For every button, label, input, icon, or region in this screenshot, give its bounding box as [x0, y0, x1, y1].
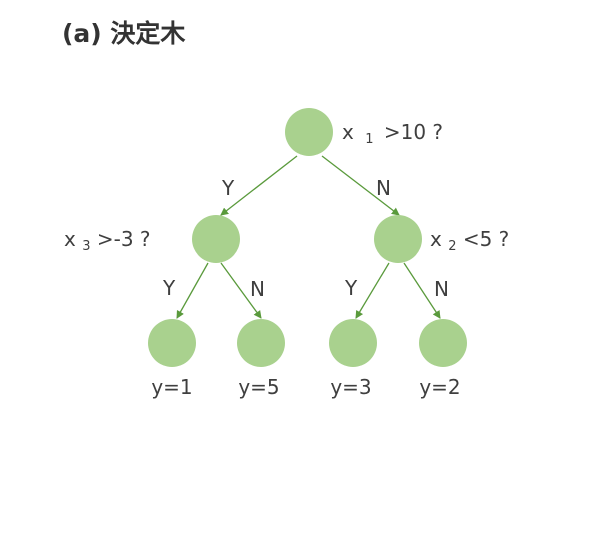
root-question-op: >10 ?: [384, 120, 443, 144]
leaf-label-3: y=3: [330, 375, 371, 399]
figure-title: (a) 決定木: [62, 19, 186, 48]
leaf-node-4: [419, 319, 467, 367]
right-question: x 2 <5 ?: [430, 227, 509, 255]
leaf-node-2: [237, 319, 285, 367]
left-node: [192, 215, 240, 263]
edge-label-left-leaf2: N: [250, 277, 265, 301]
leaf-label-4: y=2: [419, 375, 460, 399]
root-question: x 1 >10 ?: [342, 120, 443, 148]
root-question-var: x: [342, 120, 354, 144]
leaf-node-3: [329, 319, 377, 367]
leaf-label-2: y=5: [238, 375, 279, 399]
edge-right-leaf3: [355, 262, 390, 319]
leaf-node-1: [148, 319, 196, 367]
right-question-var: x: [430, 227, 442, 251]
left-question-sub: 3: [82, 239, 90, 254]
right-node: [374, 215, 422, 263]
edge-root-left: [220, 155, 298, 216]
right-question-op: <5 ?: [463, 227, 509, 251]
edge-label-right-leaf3: Y: [344, 276, 358, 300]
edge-label-right-leaf4: N: [434, 277, 449, 301]
edge-label-left-leaf1: Y: [162, 276, 176, 300]
root-question-sub: 1: [365, 132, 373, 147]
left-question: x 3 >-3 ?: [64, 227, 151, 255]
left-question-op: >-3 ?: [97, 227, 151, 251]
edge-root-right: [321, 155, 400, 216]
edge-label-root-right: N: [376, 176, 391, 200]
left-question-var: x: [64, 227, 76, 251]
edge-right-leaf4: [403, 262, 441, 319]
edge-left-leaf1: [176, 262, 209, 319]
leaf-label-1: y=1: [151, 375, 192, 399]
edge-label-root-left: Y: [221, 176, 235, 200]
right-question-sub: 2: [448, 239, 456, 254]
edge-left-leaf2: [220, 262, 262, 319]
root-node: [285, 108, 333, 156]
